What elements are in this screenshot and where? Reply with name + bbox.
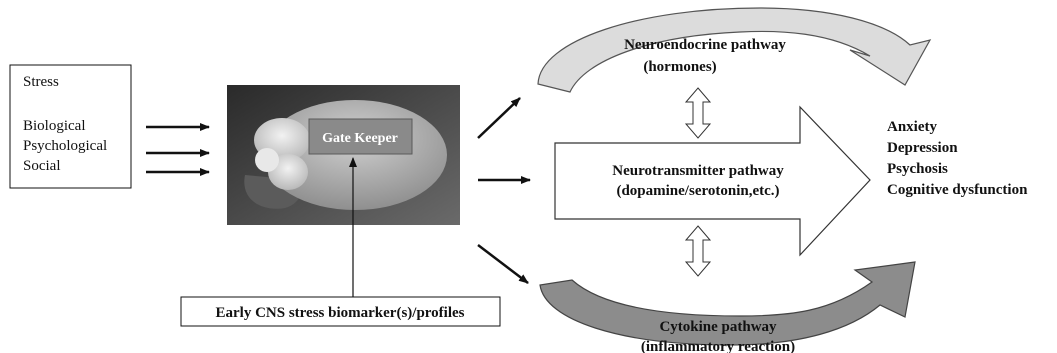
outcome-anxiety: Anxiety	[887, 119, 937, 135]
outcomes-list: Anxiety Depression Psychosis Cognitive d…	[887, 119, 1028, 198]
stress-box: Stress Biological Psychological Social	[9, 64, 132, 189]
outcome-cognitive-dysfunction: Cognitive dysfunction	[887, 182, 1028, 198]
neuroendocrine-line2: (hormones)	[643, 59, 716, 75]
front-bulb-shape	[255, 148, 279, 172]
gate-keeper-label: Gate Keeper	[322, 131, 398, 146]
gate-keeper-box: Gate Keeper	[308, 118, 413, 155]
factor-social: Social	[23, 158, 61, 174]
biomarker-box: Early CNS stress biomarker(s)/profiles	[180, 296, 501, 327]
factor-biological: Biological	[23, 118, 86, 134]
outcome-psychosis: Psychosis	[887, 161, 948, 177]
neuroendocrine-line1: Neuroendocrine pathway	[624, 37, 786, 53]
neurotransmitter-arrow: Neurotransmitter pathway (dopamine/serot…	[554, 105, 871, 257]
neurotransmitter-line2: (dopamine/serotonin,etc.)	[616, 183, 779, 199]
output-arrow-up	[477, 97, 521, 139]
output-arrow-down	[477, 244, 529, 284]
neuroendocrine-arrow: Neuroendocrine pathway (hormones)	[537, 7, 932, 93]
factor-psychological: Psychological	[23, 138, 107, 154]
double-arrow-lower	[684, 225, 712, 277]
brain-image	[227, 85, 460, 225]
biomarker-label: Early CNS stress biomarker(s)/profiles	[215, 305, 464, 321]
stress-title: Stress	[23, 74, 59, 90]
double-arrow-upper	[684, 87, 712, 139]
cytokine-arrow: Cytokine pathway (inflammatory reaction)	[539, 261, 916, 353]
neurotransmitter-line1: Neurotransmitter pathway	[612, 163, 784, 179]
cytokine-line2: (inflammatory reaction)	[641, 339, 795, 353]
outcome-depression: Depression	[887, 140, 958, 156]
cytokine-line1: Cytokine pathway	[659, 319, 777, 335]
